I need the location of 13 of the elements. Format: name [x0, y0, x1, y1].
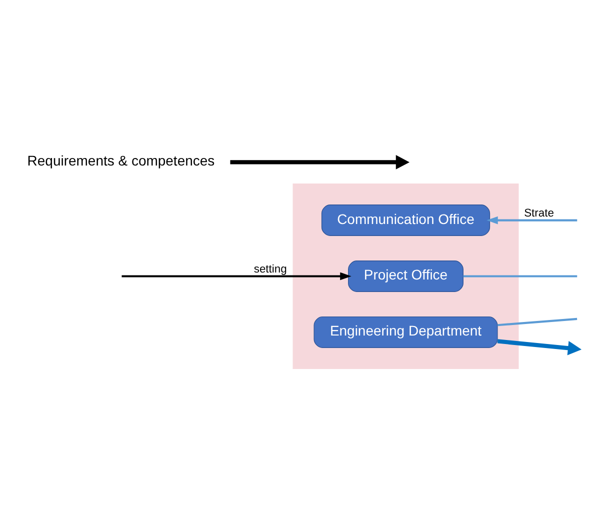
arrow: [486, 216, 578, 224]
node-text: Requirements & competences: [27, 152, 215, 168]
connector: [497, 317, 578, 326]
arrow: [230, 154, 410, 169]
edge-label: Strate: [524, 207, 554, 220]
arrow: [122, 272, 352, 280]
node-box: Engineering Department: [314, 316, 498, 348]
edge-label: setting: [254, 263, 287, 276]
arrow: [497, 338, 582, 355]
cluster: [292, 183, 519, 368]
node-box: Communication Office: [321, 204, 490, 236]
node-box: Project Office: [348, 260, 464, 292]
connector: [463, 274, 578, 277]
